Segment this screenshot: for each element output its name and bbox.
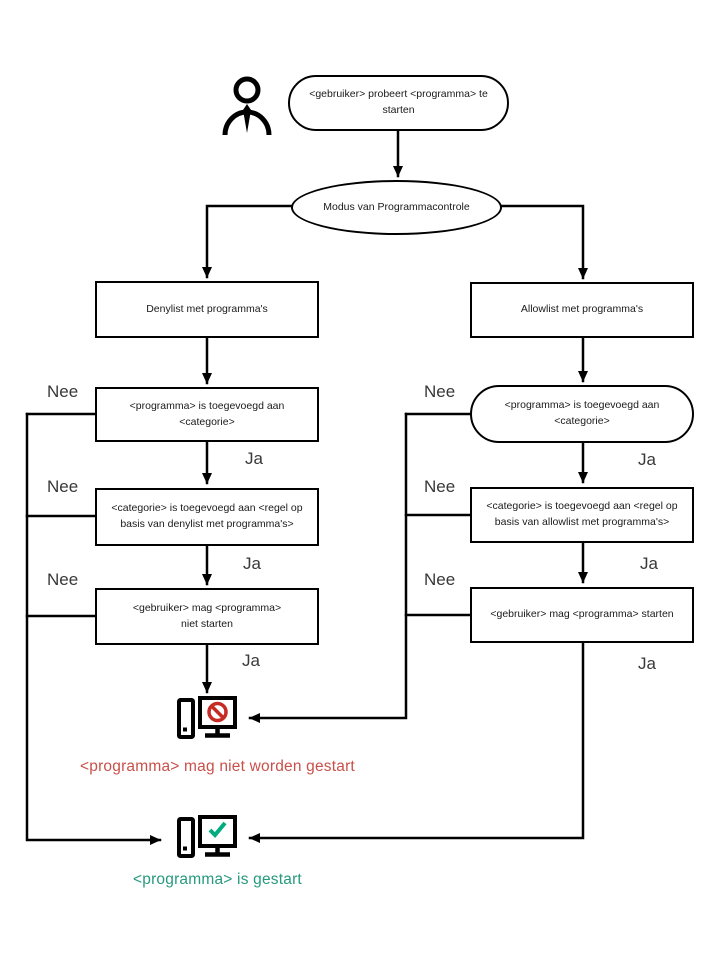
started-caption: <programma> is gestart: [133, 871, 302, 888]
node-start-label: <gebruiker> probeert <programma> te star…: [309, 88, 488, 116]
node-start: <gebruiker> probeert <programma> te star…: [288, 75, 509, 131]
node-mode-label: Modus van Programmacontrole: [323, 200, 470, 213]
label-yes-left-3: Ja: [242, 651, 260, 670]
node-deny-program-check-label: <programma> is toegevoegd aan <categorie…: [129, 399, 285, 428]
label-yes-right-3: Ja: [638, 654, 656, 673]
node-allow-result-label: <gebruiker> mag <programma> starten: [490, 608, 674, 621]
node-deny-result: <gebruiker> mag <programma> niet starten: [95, 588, 319, 645]
blocked-computer-icon: [176, 696, 238, 749]
node-deny-category-check-label: <categorie> is toegevoegd aan <regel op …: [111, 502, 303, 530]
label-no-left-1: Nee: [47, 382, 79, 401]
label-yes-left-2: Ja: [243, 554, 261, 573]
node-mode: Modus van Programmacontrole: [291, 180, 502, 235]
label-no-right-3: Nee: [424, 570, 456, 589]
node-deny-result-label: <gebruiker> mag <programma> niet starten: [132, 601, 282, 630]
label-no-right-2: Nee: [424, 477, 456, 496]
node-allow-category-check-label: <categorie> is toegevoegd aan <regel op …: [486, 500, 678, 528]
node-deny-category-check: <categorie> is toegevoegd aan <regel op …: [95, 488, 319, 546]
node-allowlist: Allowlist met programma's: [470, 282, 694, 338]
user-icon: [221, 76, 273, 141]
node-denylist: Denylist met programma's: [95, 281, 319, 338]
node-deny-program-check: <programma> is toegevoegd aan <categorie…: [95, 387, 319, 442]
node-allow-category-check: <categorie> is toegevoegd aan <regel op …: [470, 487, 694, 543]
node-allow-program-check-label: <programma> is toegevoegd aan <categorie…: [504, 399, 660, 427]
node-allowlist-label: Allowlist met programma's: [520, 303, 644, 316]
label-yes-right-1: Ja: [638, 450, 656, 469]
label-no-left-2: Nee: [47, 477, 79, 496]
blocked-caption: <programma> mag niet worden gestart: [80, 758, 355, 775]
node-allow-program-check: <programma> is toegevoegd aan <categorie…: [470, 385, 694, 443]
check-icon: [208, 821, 227, 838]
node-denylist-label: Denylist met programma's: [146, 302, 268, 315]
label-no-left-3: Nee: [47, 570, 79, 589]
prohibit-slash: [210, 705, 225, 719]
label-yes-left-1: Ja: [245, 449, 263, 468]
node-allow-result: <gebruiker> mag <programma> starten: [470, 587, 694, 643]
label-no-right-1: Nee: [424, 382, 456, 401]
started-computer-icon: [176, 815, 238, 868]
label-yes-right-2: Ja: [640, 554, 658, 573]
